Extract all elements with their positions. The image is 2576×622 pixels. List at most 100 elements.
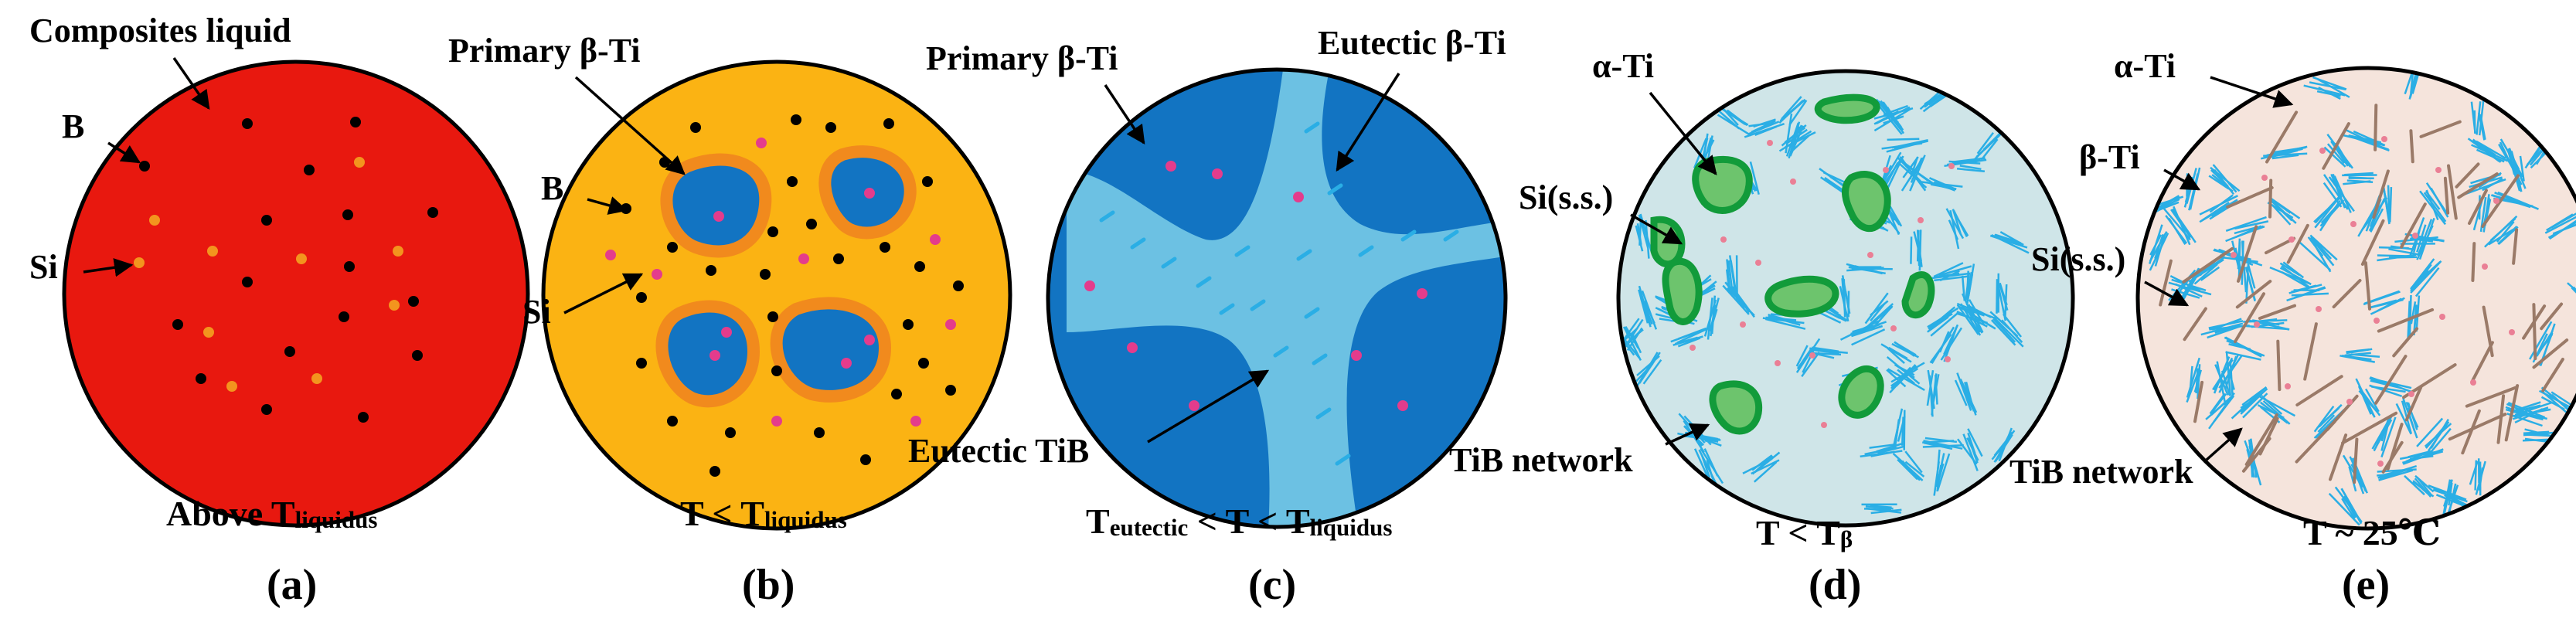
tib-needle bbox=[1693, 448, 1709, 478]
tib-needle bbox=[2478, 112, 2486, 141]
tib-needle bbox=[1982, 132, 2001, 151]
tib-needle bbox=[2294, 286, 2326, 299]
tib-needle bbox=[1674, 336, 1698, 345]
tib-needle bbox=[1990, 319, 2016, 346]
tib-needle bbox=[1936, 453, 1951, 491]
tib-needle bbox=[1783, 100, 1805, 119]
tib-needle bbox=[1932, 374, 1940, 403]
tib-needle bbox=[2200, 256, 2226, 274]
tib-needle bbox=[1638, 219, 1642, 246]
beta-ti-needle bbox=[2244, 413, 2278, 466]
tib-needle bbox=[2199, 199, 2238, 223]
tib-needle bbox=[1992, 318, 2016, 343]
beta-ti-needle bbox=[2237, 225, 2258, 283]
panel-label-b: (b) bbox=[742, 561, 795, 609]
tib-needle bbox=[2320, 202, 2340, 224]
pink-dots-c bbox=[1084, 161, 1428, 411]
beta-ti-needle bbox=[2532, 338, 2569, 369]
tib-needle bbox=[2309, 81, 2346, 91]
tib-needle bbox=[2405, 450, 2430, 463]
tib-needle bbox=[2536, 330, 2554, 357]
tib-needle bbox=[2270, 199, 2297, 224]
tib-needle bbox=[2291, 284, 2317, 294]
beta-ti-needle bbox=[2322, 122, 2350, 170]
label-tib-network-e: TiB network bbox=[2009, 453, 2193, 491]
tib-needle bbox=[1958, 306, 1996, 330]
tib-needle bbox=[2271, 154, 2299, 160]
beta-ti-needle bbox=[2448, 413, 2507, 441]
tib-needle bbox=[2200, 322, 2244, 336]
tib-needle bbox=[1851, 328, 1886, 346]
tib-needle bbox=[1851, 325, 1884, 338]
tib-needle bbox=[2514, 402, 2552, 416]
beta-ti-needle bbox=[2465, 386, 2518, 408]
tib-needle bbox=[1989, 311, 2019, 338]
tib-needle bbox=[2210, 169, 2229, 188]
beta-ti-needle bbox=[2286, 223, 2309, 264]
tib-needle bbox=[1869, 444, 1894, 449]
boron-dots-b bbox=[621, 114, 964, 477]
label-alpha-ti-d: α-Ti bbox=[1592, 47, 1654, 85]
liquid-circle bbox=[62, 59, 530, 528]
tib-needle bbox=[1899, 155, 1927, 192]
tib-needle bbox=[1728, 255, 1737, 291]
tib-needle bbox=[1788, 121, 1801, 159]
tib-needle bbox=[2309, 236, 2335, 267]
panel-label-c: (c) bbox=[1248, 561, 1296, 609]
tib-needle bbox=[2254, 318, 2278, 323]
beta-ti-needle bbox=[2455, 162, 2480, 189]
tib-needle bbox=[2318, 87, 2341, 100]
tib-needle bbox=[2405, 401, 2419, 428]
tib-needle bbox=[2378, 469, 2414, 481]
tib-needle bbox=[2298, 240, 2331, 271]
tib-needle bbox=[2370, 208, 2384, 233]
arrow-tib-network-d bbox=[1665, 423, 1710, 446]
beta-ti-needle bbox=[2461, 409, 2481, 455]
panel-b: Primary β-Ti B Si T < Tliquidus (b) bbox=[448, 32, 1012, 609]
beta-ti-needle bbox=[2182, 246, 2234, 284]
tib-needle bbox=[2411, 68, 2424, 94]
tib-needle bbox=[1887, 347, 1905, 365]
tib-needle bbox=[2322, 182, 2343, 208]
tib-needle bbox=[2343, 180, 2371, 185]
label-b: B bbox=[62, 107, 84, 145]
tib-needle bbox=[1927, 307, 1959, 328]
beta-ti-needle bbox=[2404, 386, 2423, 422]
arrow-beta-ti-e bbox=[2163, 168, 2201, 191]
tib-needle bbox=[1943, 325, 1958, 362]
panel-label-a: (a) bbox=[267, 561, 317, 609]
tib-needle bbox=[2312, 242, 2332, 273]
tib-needle bbox=[2418, 217, 2435, 260]
tib-needle bbox=[1873, 107, 1911, 132]
tib-needle bbox=[2193, 263, 2218, 285]
tib-needle bbox=[2216, 361, 2227, 406]
tib-needle bbox=[1731, 286, 1755, 318]
tib-needle bbox=[1870, 302, 1886, 322]
tib-needle bbox=[2149, 224, 2163, 264]
tib-needle bbox=[2378, 246, 2409, 250]
tib-needle bbox=[2208, 175, 2230, 190]
tib-needle bbox=[2269, 197, 2301, 219]
caption-b: T < Tliquidus bbox=[680, 494, 847, 533]
label-composites-liquid: Composites liquid bbox=[29, 12, 291, 49]
tib-needle bbox=[2380, 416, 2397, 458]
tib-needle bbox=[1753, 461, 1778, 483]
tib-needle bbox=[2539, 389, 2573, 410]
beta-ti-needle bbox=[2470, 341, 2494, 384]
beta-ti-needle bbox=[2329, 433, 2348, 481]
label-primary-beta-ti-c: Primary β-Ti bbox=[926, 39, 1118, 77]
tib-needle bbox=[2435, 494, 2465, 508]
tib-needle bbox=[2346, 348, 2373, 355]
tib-needle bbox=[2200, 266, 2220, 281]
tib-needle bbox=[1722, 108, 1749, 126]
tib-needle bbox=[2358, 385, 2375, 416]
tib-needle bbox=[2186, 357, 2200, 398]
beta-ti-needles bbox=[2159, 104, 2569, 484]
tib-needle bbox=[2225, 352, 2232, 396]
tib-needle bbox=[2269, 266, 2312, 285]
tib-needle bbox=[2347, 134, 2390, 151]
arrow-alpha-ti-e bbox=[2210, 76, 2294, 108]
beta-ti-needle bbox=[2447, 164, 2458, 220]
tib-needle bbox=[2499, 141, 2518, 178]
tib-needle bbox=[1789, 125, 1805, 157]
